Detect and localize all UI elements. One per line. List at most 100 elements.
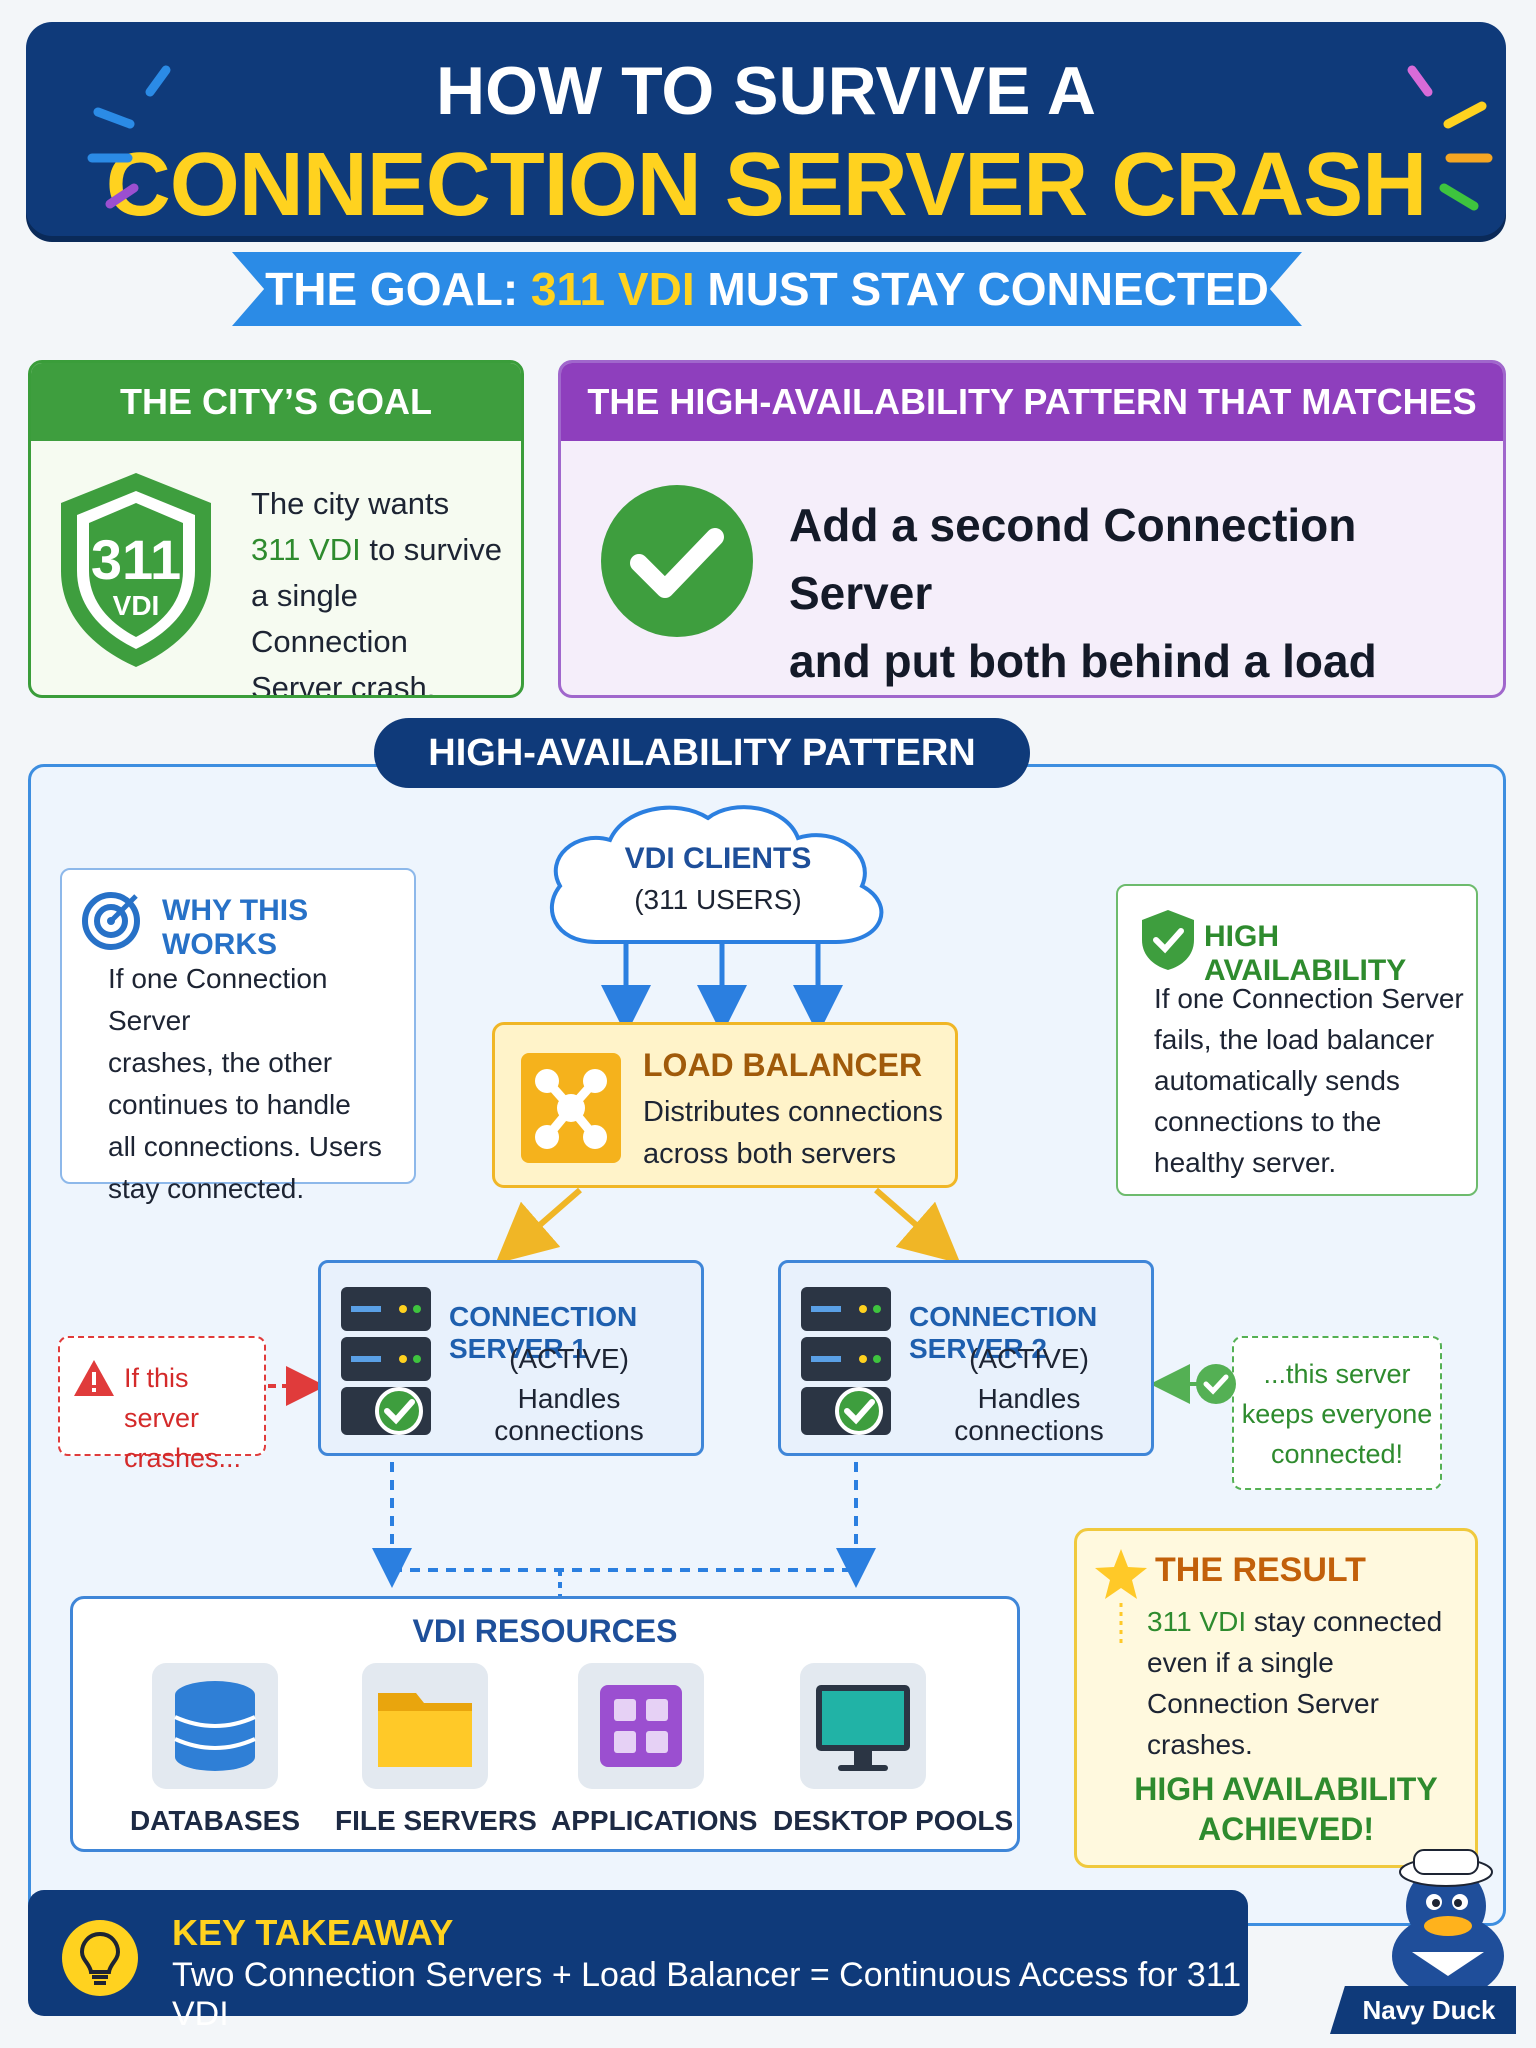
result-highlight: 311 VDI: [1147, 1606, 1247, 1637]
arrow-lb-s2: [874, 1187, 961, 1264]
load-balancer-line-1: Distributes connections: [643, 1096, 943, 1128]
navy-duck-mascot-icon: [1392, 1849, 1504, 1996]
mascot-label: Navy Duck: [1330, 1986, 1516, 2034]
load-balancer-node: LOAD BALANCER Distributes connections ac…: [492, 1022, 958, 1188]
ha-line: automatically sends: [1154, 1065, 1400, 1096]
result-line-3: Connection Server: [1147, 1688, 1379, 1719]
resource-applications: APPLICATIONS: [551, 1663, 758, 1837]
resource-label: APPLICATIONS: [551, 1805, 758, 1836]
result-achieved-2: ACHIEVED!: [1197, 1811, 1374, 1847]
result-line-2: even if a single: [1147, 1647, 1334, 1678]
load-balancer-line-2: across both servers: [643, 1138, 897, 1170]
city-goal-line-1: The city wants: [251, 486, 450, 521]
resource-file-servers: FILE SERVERS: [335, 1663, 537, 1837]
resource-desktop-pools: DESKTOP POOLS: [773, 1663, 1014, 1837]
result-line-4: crashes.: [1147, 1729, 1253, 1760]
city-goal-text: The city wants 311 VDI to survive a sing…: [251, 481, 521, 698]
crash-note: If this server crashes...: [58, 1336, 266, 1473]
pattern-card: THE HIGH-AVAILABILITY PATTERN THAT MATCH…: [558, 360, 1506, 698]
pattern-line-2: and put both behind a load balancer.: [789, 635, 1377, 687]
server-rack-icon: [341, 1287, 431, 1435]
takeaway-title: KEY TAKEAWAY: [172, 1912, 454, 1953]
server-1-status: (ACTIVE): [509, 1343, 629, 1374]
result-note: THE RESULT 311 VDI stay connected even i…: [1074, 1528, 1478, 1868]
resource-label: FILE SERVERS: [335, 1805, 537, 1836]
goal-ribbon: THE GOAL: 311 VDI MUST STAY CONNECTED: [232, 252, 1302, 326]
apps-grid-icon: [600, 1685, 682, 1767]
arrow-lb-s1: [495, 1187, 582, 1264]
high-availability-note: HIGH AVAILABILITY If one Connection Serv…: [1116, 884, 1478, 1196]
result-line-1: stay connected: [1246, 1606, 1443, 1637]
why-line: all connections. Users: [108, 1131, 382, 1162]
server-rack-icon: [801, 1287, 891, 1435]
why-title: WHY THIS WORKS: [162, 894, 309, 961]
ha-line: If one Connection Server: [1154, 983, 1464, 1014]
why-line: stay connected.: [108, 1173, 305, 1204]
shield-label: VDI: [113, 590, 160, 621]
why-line: crashes, the other: [108, 1047, 333, 1078]
vdi-resources: VDI RESOURCES DATABASES FILE SERVERS: [70, 1596, 1020, 1852]
shield-number: 311: [91, 528, 181, 591]
city-goal-line-4: Server crash.: [251, 670, 436, 698]
pattern-header: THE HIGH-AVAILABILITY PATTERN THAT MATCH…: [561, 363, 1503, 441]
load-balancer-icon: [521, 1053, 621, 1163]
star-icon: [1095, 1549, 1147, 1645]
why-line: continues to handle: [108, 1089, 351, 1120]
city-goal-card: THE CITY’S GOAL 311 VDI The city wants 3…: [28, 360, 524, 698]
burst-right-icon: [1407, 65, 1493, 211]
server-2-desc: Handles connections: [954, 1383, 1104, 1446]
warning-icon: [74, 1360, 114, 1396]
server-1-desc: Handles connections: [494, 1383, 644, 1446]
diagram-label: HIGH-AVAILABILITY PATTERN: [374, 718, 1030, 788]
crash-line-1: If this server: [124, 1363, 200, 1433]
result-achieved-1: HIGH AVAILABILITY: [1134, 1771, 1438, 1807]
keeps-line-2: keeps everyone: [1241, 1399, 1433, 1429]
takeaway-text: Two Connection Servers + Load Balancer =…: [172, 1956, 1242, 2033]
city-goal-line-3: a single Connection: [251, 578, 408, 659]
burst-left-icon: [87, 65, 171, 209]
title-line-1: HOW TO SURVIVE A: [436, 53, 1096, 129]
ribbon-prefix: THE GOAL:: [265, 263, 531, 315]
database-icon: [174, 1681, 256, 1771]
pattern-line-1: Add a second Connection Server: [789, 499, 1357, 619]
check-circle-small-icon: [1196, 1364, 1236, 1404]
check-circle-icon: [601, 485, 753, 637]
resource-label: DATABASES: [129, 1805, 301, 1836]
city-goal-highlight: 311 VDI: [251, 532, 361, 567]
server-2-status: (ACTIVE): [969, 1343, 1089, 1374]
resource-label: DESKTOP POOLS: [773, 1805, 1014, 1836]
ribbon-suffix: MUST STAY CONNECTED: [694, 263, 1269, 315]
ha-line: connections to the: [1154, 1106, 1382, 1137]
resource-databases: DATABASES: [125, 1663, 305, 1837]
keeps-line-1: ...this server: [1263, 1359, 1411, 1389]
city-goal-header: THE CITY’S GOAL: [31, 363, 521, 441]
clients-subtitle: (311 USERS): [634, 884, 802, 915]
ribbon-highlight: 311 VDI: [530, 263, 695, 315]
target-icon: [82, 892, 140, 950]
connection-server-1: CONNECTION SERVER 1 (ACTIVE) Handles con…: [318, 1260, 704, 1456]
result-title: THE RESULT: [1155, 1551, 1366, 1589]
folder-icon: [378, 1693, 472, 1767]
city-goal-line-2: to survive: [360, 532, 502, 567]
shield-check-icon: [1142, 910, 1194, 970]
resources-title: VDI RESOURCES: [412, 1613, 678, 1649]
why-line: If one Connection Server: [108, 963, 328, 1036]
shield-icon: 311 VDI: [61, 473, 211, 667]
keeps-line-3: connected!: [1270, 1439, 1404, 1469]
why-this-works-note: WHY THIS WORKS If one Connection Server …: [60, 868, 416, 1204]
connection-server-2: CONNECTION SERVER 2 (ACTIVE) Handles con…: [778, 1260, 1154, 1456]
title-banner: HOW TO SURVIVE A CONNECTION SERVER CRASH: [26, 22, 1506, 236]
keeps-connected-note: ...this server keeps everyone connected!: [1232, 1336, 1442, 1490]
cloud-icon: [549, 805, 884, 944]
monitor-icon: [816, 1685, 910, 1771]
clients-title: VDI CLIENTS: [624, 842, 812, 875]
ha-title: HIGH AVAILABILITY: [1204, 920, 1407, 987]
title-line-2: CONNECTION SERVER CRASH: [105, 135, 1428, 235]
lightbulb-icon: [62, 1920, 138, 1996]
key-takeaway-bar: KEY TAKEAWAY Two Connection Servers + Lo…: [28, 1890, 1248, 2033]
load-balancer-title: LOAD BALANCER: [643, 1047, 923, 1083]
ha-line: fails, the load balancer: [1154, 1024, 1435, 1055]
server-2-title: CONNECTION SERVER 2: [909, 1301, 1098, 1364]
crash-line-2: crashes...: [124, 1443, 242, 1473]
